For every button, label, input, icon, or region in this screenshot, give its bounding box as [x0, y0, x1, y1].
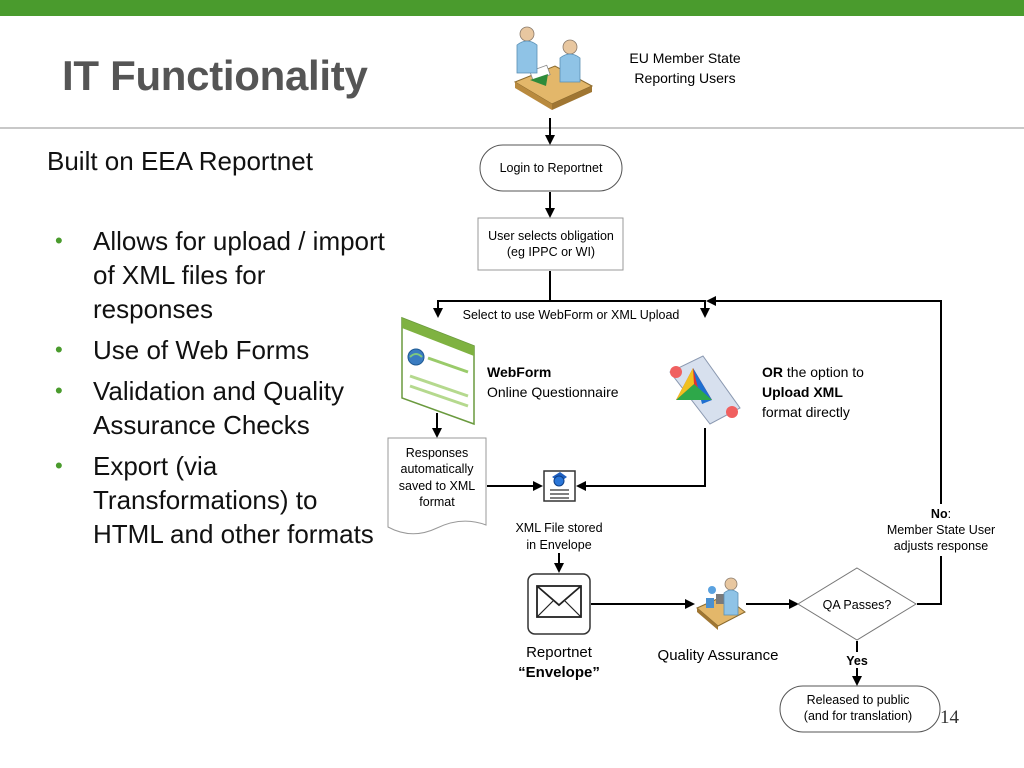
responses-line2: automatically: [401, 462, 475, 476]
bullet-item: • Export (via Transformations) to HTML an…: [55, 449, 385, 551]
or-option-text: the option to: [783, 364, 864, 380]
quality-assurance-icon: [696, 577, 746, 630]
no-label-line2: Member State User: [887, 523, 995, 537]
webform-icon: [401, 316, 475, 426]
qa-decision-label: QA Passes?: [823, 598, 892, 612]
xml-upload-icon: [669, 355, 741, 425]
bullet-dot-icon: •: [55, 337, 63, 362]
no-keyword: No: [931, 507, 948, 521]
envelope-label-line1: Reportnet: [526, 644, 593, 661]
envelope-icon: [536, 585, 582, 618]
xml-stored-line2: in Envelope: [526, 538, 591, 552]
users-label-line1: EU Member State: [629, 50, 740, 66]
bullet-dot-icon: •: [55, 453, 63, 478]
bullet-text: Use of Web Forms: [93, 335, 310, 365]
released-node: [779, 685, 941, 733]
bullet-text: Validation and Quality Assurance Checks: [93, 376, 345, 440]
choose-label: Select to use WebForm or XML Upload: [463, 308, 680, 322]
bullet-item: • Use of Web Forms: [55, 333, 385, 367]
released-line1: Released to public: [807, 693, 910, 707]
upload-xml-label: Upload XML: [762, 384, 843, 400]
responses-line1: Responses: [406, 446, 469, 460]
no-label-background: [878, 504, 1006, 556]
bullet-text: Export (via Transformations) to HTML and…: [93, 451, 374, 549]
yes-label: Yes: [846, 654, 868, 668]
yes-label-background: [840, 652, 874, 668]
login-label: Login to Reportnet: [500, 161, 603, 175]
login-node: [479, 144, 623, 192]
bullet-dot-icon: •: [55, 228, 63, 253]
branch-connector-right: [550, 300, 710, 318]
envelope-label-line2: “Envelope”: [518, 664, 600, 681]
responses-document-node: [387, 437, 487, 535]
bullet-text: Allows for upload / import of XML files …: [93, 226, 385, 324]
bullet-item: • Validation and Quality Assurance Checks: [55, 374, 385, 442]
slide-title: IT Functionality: [62, 52, 368, 99]
bullet-list: • Allows for upload / import of XML files…: [55, 224, 385, 558]
title-divider: [0, 127, 1024, 129]
branch-connector-left: [433, 271, 551, 318]
slide-subtitle: Built on EEA Reportnet: [47, 146, 313, 176]
qa-label: Quality Assurance: [658, 647, 779, 664]
no-loop-connector: [706, 296, 942, 605]
xml-stored-line1: XML File stored: [515, 521, 602, 535]
responses-line4: format: [419, 495, 455, 509]
webform-subtitle: Online Questionnaire: [487, 384, 619, 400]
released-line2: (and for translation): [804, 709, 912, 723]
no-label-line3: adjusts response: [894, 539, 989, 553]
responses-line3: saved to XML: [399, 479, 475, 493]
no-colon: :: [948, 507, 951, 521]
select-label-line1: User selects obligation: [488, 229, 614, 243]
bullet-item: • Allows for upload / import of XML files…: [55, 224, 385, 326]
upload-xml-sub: format directly: [762, 404, 850, 420]
or-option-line1: OR the option to: [762, 364, 864, 380]
users-label-line2: Reporting Users: [634, 70, 735, 86]
xml-file-icon: [543, 470, 576, 502]
users-meeting-icon: [513, 26, 594, 110]
bullet-dot-icon: •: [55, 378, 63, 403]
page-number: 14: [940, 707, 959, 728]
select-label-line2: (eg IPPC or WI): [507, 245, 595, 259]
select-obligation-node: [477, 217, 624, 271]
no-label-line1: No:: [931, 507, 951, 521]
arrow-upload-to-xml: [576, 428, 706, 491]
webform-title: WebForm: [487, 364, 551, 380]
qa-decision-node: [797, 567, 917, 641]
top-accent-bar: [0, 0, 1024, 16]
or-keyword: OR: [762, 364, 783, 380]
